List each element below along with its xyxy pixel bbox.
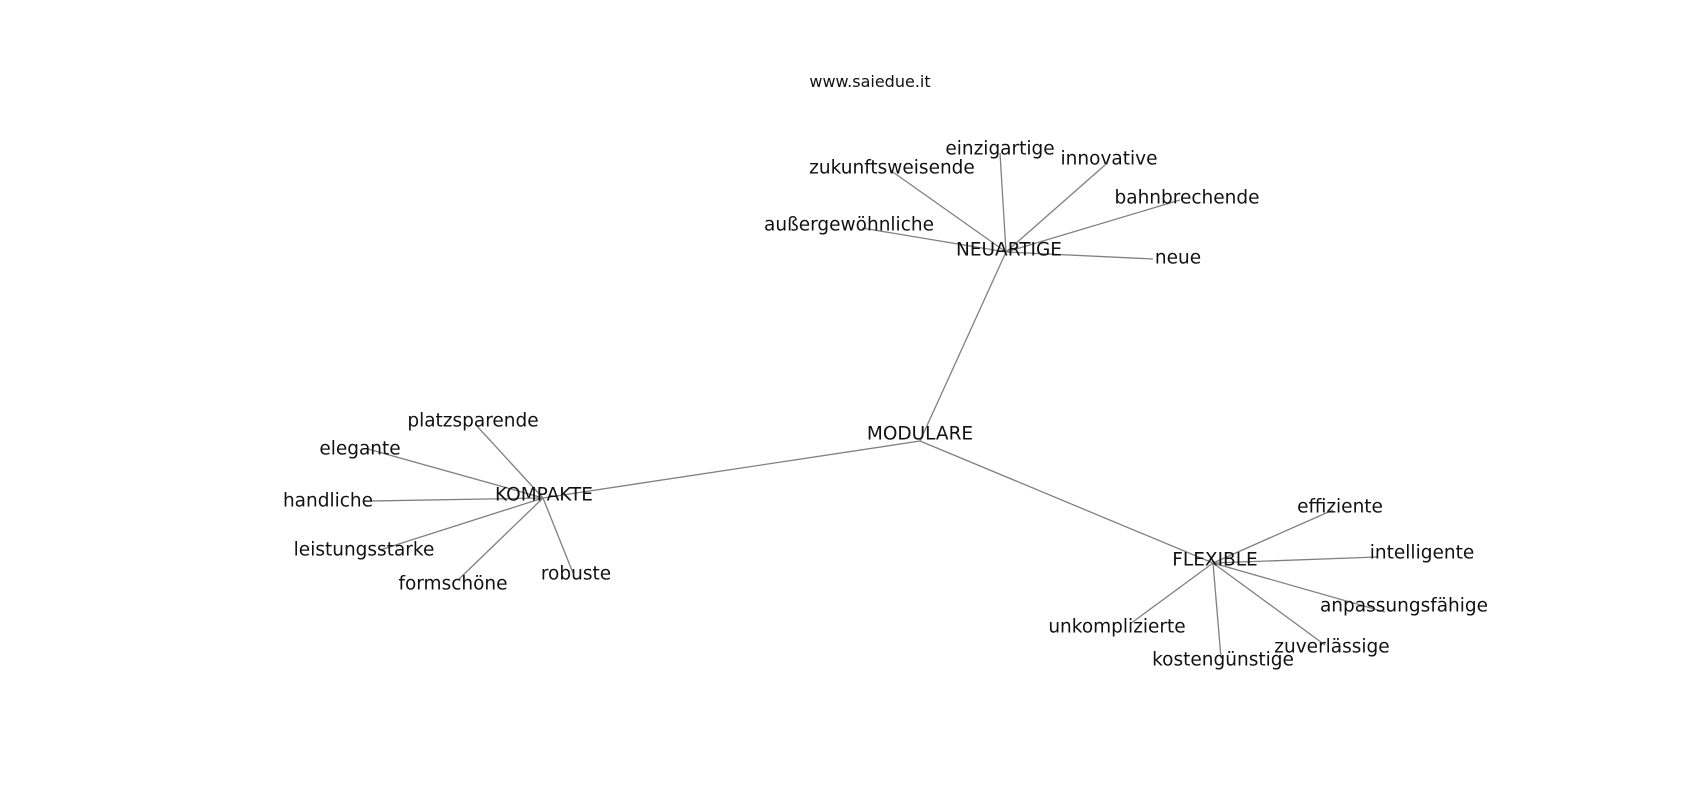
leaf-node-label: kostengünstige xyxy=(1152,650,1294,671)
edge-root-to-hub xyxy=(542,440,921,499)
hub-node-label: NEUARTIGE xyxy=(956,240,1062,261)
edge-hub-to-leaf xyxy=(1129,562,1214,625)
edge-hub-to-leaf xyxy=(999,152,1007,253)
edge-hub-to-leaf xyxy=(542,497,574,574)
edge-root-to-hub xyxy=(919,251,1007,442)
hub-node-label: FLEXIBLE xyxy=(1172,550,1257,571)
edge-hub-to-leaf xyxy=(1005,164,1106,253)
edge-hub-to-leaf xyxy=(369,497,544,502)
website-label: www.saiedue.it xyxy=(809,72,930,91)
leaf-node-label: zukunftsweisende xyxy=(809,158,975,179)
edge-hub-to-leaf xyxy=(475,424,544,499)
leaf-node-label: platzsparende xyxy=(407,411,538,432)
leaf-node-label: intelligente xyxy=(1370,543,1474,564)
labels-layer: www.saiedue.it MODULARE NEUARTIGE zukunfts… xyxy=(283,72,1488,671)
edge-hub-to-leaf xyxy=(367,448,544,499)
leaf-node-label: zuverlässige xyxy=(1274,637,1389,658)
edge-hub-to-leaf xyxy=(1212,509,1334,564)
edge-hub-to-leaf xyxy=(861,227,1007,253)
edge-hub-to-leaf xyxy=(457,497,544,581)
edge-hub-to-leaf xyxy=(1212,562,1386,613)
edge-hub-to-leaf xyxy=(1005,199,1181,253)
leaf-node-label: außergewöhnliche xyxy=(764,215,934,236)
edge-hub-to-leaf xyxy=(889,169,1007,253)
edge-hub-to-leaf xyxy=(1005,251,1154,260)
leaf-node-label: formschöne xyxy=(398,574,507,595)
leaf-node-label: elegante xyxy=(319,439,400,460)
leaf-node-label: neue xyxy=(1155,248,1201,269)
leaf-node-label: handliche xyxy=(283,491,373,512)
leaf-node-label: robuste xyxy=(541,564,611,585)
edges-layer xyxy=(367,152,1386,659)
leaf-node-label: anpassungsfähige xyxy=(1320,596,1488,617)
hub-node-label: KOMPAKTE xyxy=(495,485,593,506)
root-node-label: MODULARE xyxy=(867,424,973,445)
leaf-node-label: bahnbrechende xyxy=(1115,188,1260,209)
edge-hub-to-leaf xyxy=(1212,562,1326,646)
leaf-node-label: leistungsstarke xyxy=(294,540,435,561)
leaf-node-label: unkomplizierte xyxy=(1048,617,1185,638)
edge-root-to-hub xyxy=(919,440,1214,564)
leaf-node-label: innovative xyxy=(1061,149,1158,170)
edge-hub-to-leaf xyxy=(1212,562,1222,659)
leaf-node-label: einzigartige xyxy=(945,139,1054,160)
edge-hub-to-leaf xyxy=(379,497,544,551)
leaf-node-label: effiziente xyxy=(1297,497,1383,518)
edge-hub-to-leaf xyxy=(1212,556,1378,564)
